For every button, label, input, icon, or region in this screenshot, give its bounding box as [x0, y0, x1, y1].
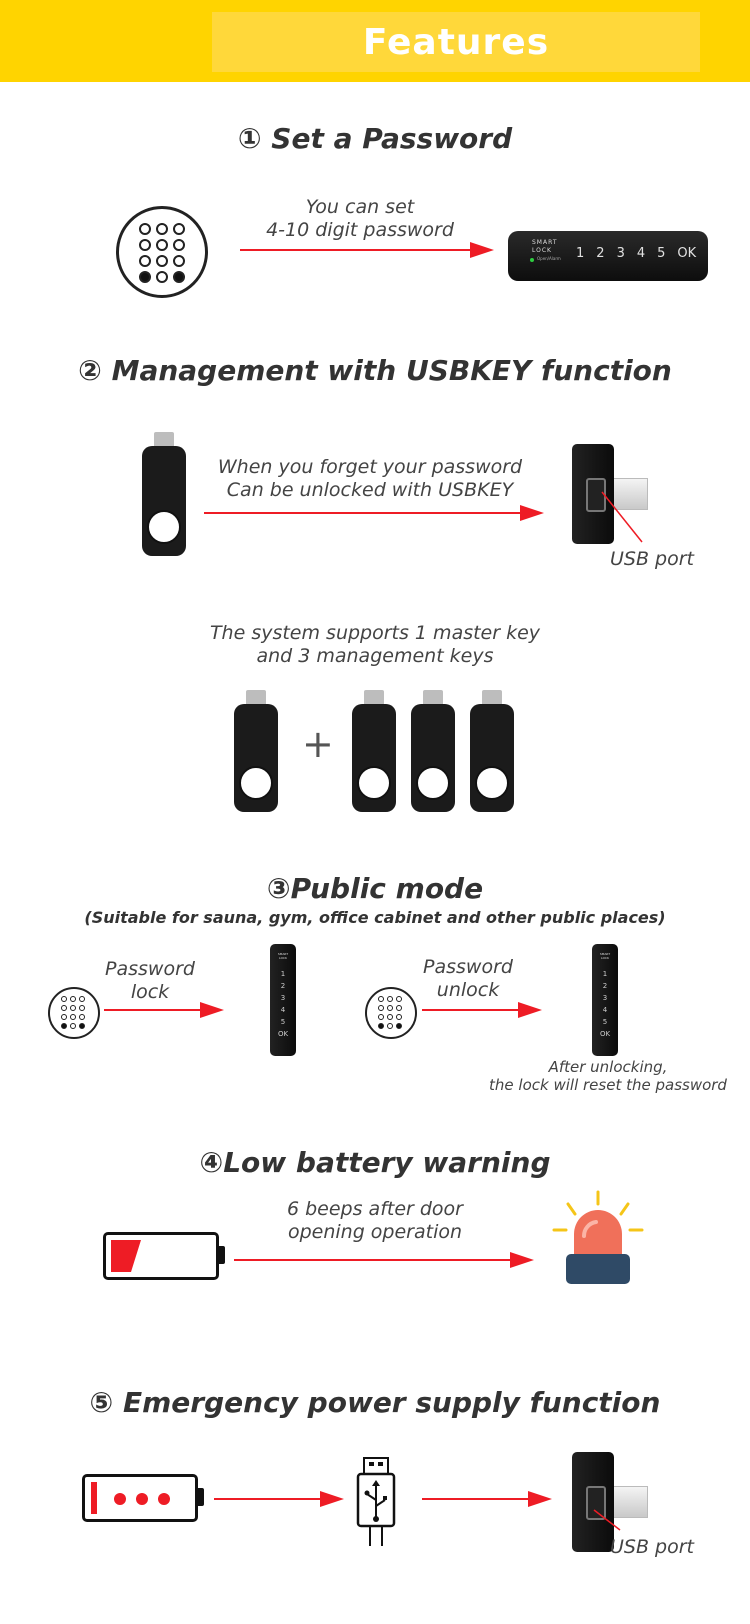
section5-title: ⑤ Emergency power supply function: [89, 1386, 661, 1419]
caption-line: You can set: [305, 196, 415, 218]
section4-caption: 6 beeps after door opening operation: [240, 1198, 510, 1244]
pointer-line-icon: [601, 491, 643, 543]
caption-line: Password: [423, 956, 513, 978]
lock-brand: LOCK: [532, 247, 552, 254]
reset-note: After unlocking, the lock will reset the…: [478, 1058, 738, 1095]
caption-line: and 3 management keys: [256, 645, 494, 668]
lock-key: 5: [657, 246, 666, 261]
section2-title: ② Management with USBKEY function: [78, 354, 672, 387]
arrow-right-icon: [422, 1491, 552, 1507]
password-lock-caption: Password lock: [90, 958, 210, 1004]
lock-key: 1: [576, 246, 585, 261]
status-led-icon: [530, 258, 534, 262]
keys-caption: The system supports 1 master key and 3 m…: [150, 622, 600, 668]
usb-cable-icon: [356, 1457, 396, 1546]
keypad-icon: [116, 206, 208, 298]
usb-port-label: USB port: [610, 548, 694, 570]
management-usb-key-icon: [411, 690, 455, 812]
keypad-icon: [48, 987, 100, 1039]
lock-key: 2: [596, 246, 605, 261]
pointer-line-icon: [593, 1509, 621, 1531]
alarm-light-icon: [552, 1190, 644, 1284]
section4-title: ④Low battery warning: [199, 1146, 551, 1179]
page-title: Features: [362, 21, 550, 63]
arrow-right-icon: [214, 1491, 344, 1507]
plus-icon: +: [302, 722, 334, 766]
lock-key: OK: [677, 246, 697, 261]
usb-port-label: USB port: [610, 1536, 694, 1558]
caption-line: 6 beeps after door: [286, 1198, 463, 1220]
management-usb-key-icon: [352, 690, 396, 812]
management-usb-key-icon: [470, 690, 514, 812]
section1-title: ① Set a Password: [237, 122, 513, 155]
caption-line: The system supports 1 master key: [209, 622, 541, 644]
arrow-right-icon: [422, 1002, 542, 1018]
usb-key-icon: [142, 432, 186, 556]
arrow-right-icon: [104, 1002, 224, 1018]
lock-key: 3: [616, 246, 625, 261]
lock-status-text: Open/Alarm: [537, 256, 561, 261]
section2-caption: When you forget your password Can be unl…: [200, 456, 540, 502]
section3-subtitle: (Suitable for sauna, gym, office cabinet…: [84, 908, 666, 927]
section3-title: ③Public mode: [266, 872, 484, 905]
caption-line: After unlocking,: [548, 1058, 668, 1076]
master-usb-key-icon: [234, 690, 278, 812]
keypad-icon: [365, 987, 417, 1039]
caption-line: Password: [105, 958, 195, 980]
caption-line: Can be unlocked with USBKEY: [226, 479, 514, 502]
caption-line: opening operation: [287, 1221, 463, 1244]
lock-key: 4: [636, 246, 646, 261]
lock-brand: SMART: [532, 239, 558, 246]
header-title-box: Features: [212, 12, 700, 72]
lock-usb-port-side: [572, 1452, 648, 1552]
lock-usb-port-side: [572, 444, 648, 544]
caption-line: lock: [130, 981, 170, 1004]
caption-line: the lock will reset the password: [489, 1076, 727, 1095]
arrow-right-icon: [234, 1252, 534, 1268]
caption-line: unlock: [436, 979, 500, 1002]
arrow-right-icon: [240, 242, 494, 258]
section1-caption: You can set 4-10 digit password: [240, 196, 480, 242]
arrow-right-icon: [204, 505, 544, 521]
password-unlock-caption: Password unlock: [408, 956, 528, 1002]
caption-line: 4-10 digit password: [266, 219, 454, 242]
low-battery-icon: [103, 1232, 225, 1280]
power-bank-icon: [82, 1474, 204, 1524]
caption-line: When you forget your password: [217, 456, 523, 478]
keypad-lock-horizontal: SMART LOCK Open/Alarm 1 2 3 4 5 OK: [508, 231, 708, 281]
